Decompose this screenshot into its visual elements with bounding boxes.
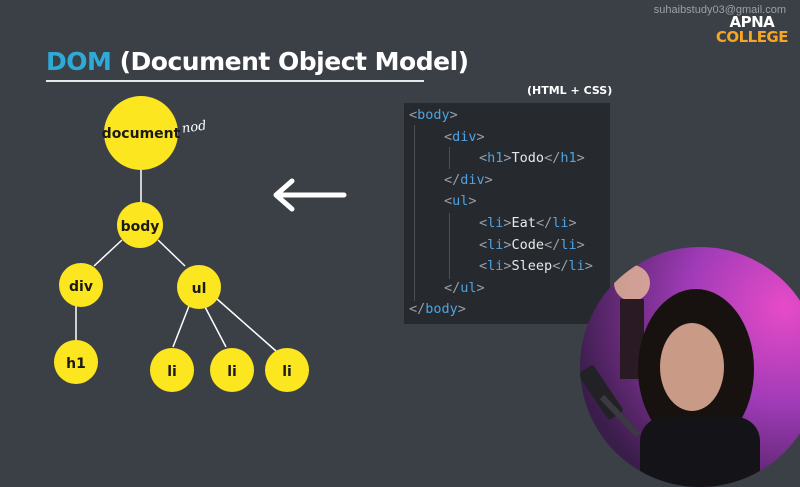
code-bracket: </ <box>444 171 461 188</box>
code-bracket: </ <box>409 301 426 318</box>
code-bracket: > <box>576 236 585 253</box>
node-li-1 <box>150 348 194 392</box>
slide-title: DOM (Document Object Model) <box>46 47 469 76</box>
code-tag-name: ul <box>452 193 469 210</box>
code-bracket: > <box>503 258 512 275</box>
edge-ul-li2 <box>203 304 227 348</box>
code-line: <li>Sleep</li> <box>479 255 593 277</box>
dom-tree-diagram: document body div ul h1 li li li nod <box>54 96 309 392</box>
code-bracket: </ <box>444 279 461 296</box>
left-arrow-icon <box>273 178 347 212</box>
code-bracket: < <box>409 107 418 123</box>
code-bracket: < <box>479 236 488 253</box>
node-h1 <box>54 340 98 384</box>
code-tag-name: li <box>487 258 504 275</box>
email-watermark: suhaibstudy03@gmail.com <box>653 4 786 16</box>
code-bracket: > <box>468 193 477 210</box>
code-label: (HTML + CSS) <box>527 84 613 97</box>
node-li-3-label: li <box>282 364 292 380</box>
code-bracket: > <box>576 150 585 167</box>
node-li-1-label: li <box>167 364 177 380</box>
node-div-label: div <box>69 279 93 295</box>
code-bracket: > <box>476 279 485 296</box>
code-bracket: </ <box>535 215 553 231</box>
code-bracket: > <box>503 150 512 167</box>
code-tag-name: body <box>425 301 458 318</box>
code-line: </ul> <box>444 277 485 299</box>
code-bracket: < <box>479 150 488 167</box>
code-line: <h1>Todo</h1> <box>479 147 585 169</box>
indent-guide <box>449 147 450 169</box>
node-h1-label: h1 <box>66 356 86 372</box>
code-bracket: > <box>503 215 512 231</box>
code-text: Sleep <box>511 258 553 275</box>
node-li-3 <box>265 348 309 392</box>
code-tag-name: li <box>552 215 569 231</box>
code-line: <li>Code</li> <box>479 234 585 256</box>
code-bracket: > <box>584 258 593 275</box>
code-line: </div> <box>444 169 493 191</box>
node-document-label: document <box>102 126 181 142</box>
code-bracket: > <box>449 107 458 123</box>
code-text: Eat <box>511 215 536 231</box>
code-bracket: < <box>444 193 453 210</box>
code-line: <ul> <box>444 190 477 212</box>
code-text: Todo <box>511 150 545 167</box>
code-line: <li>Eat</li> <box>479 212 577 234</box>
tree-edges <box>75 170 277 352</box>
code-tag-name: li <box>568 258 585 275</box>
code-tag-name: div <box>460 171 485 188</box>
code-bracket: < <box>444 128 453 145</box>
code-tag-name: li <box>560 236 577 253</box>
presenter-video <box>580 247 800 487</box>
code-tag-name: div <box>452 128 477 145</box>
edge-ul-li1 <box>172 305 190 348</box>
node-document <box>104 96 178 170</box>
code-bracket: > <box>457 301 466 318</box>
node-ul <box>177 265 221 309</box>
code-bracket: > <box>476 128 485 145</box>
code-bracket: </ <box>544 236 561 253</box>
title-underline <box>46 80 424 82</box>
code-bracket: </ <box>544 150 561 167</box>
code-tag-name: h1 <box>560 150 577 167</box>
edge-ul-li3 <box>216 298 277 352</box>
title-dom: DOM <box>46 47 112 76</box>
code-panel: <body><div><h1>Todo</h1></div><ul><li>Ea… <box>404 103 610 324</box>
code-bracket: > <box>484 171 493 188</box>
code-bracket: > <box>503 236 512 253</box>
edge-body-ul <box>157 239 186 267</box>
node-div <box>59 263 103 307</box>
title-rest: (Document Object Model) <box>111 47 469 76</box>
code-tag-name: ul <box>460 279 477 296</box>
code-bracket: > <box>568 215 577 231</box>
handwritten-annotation: nod <box>181 118 207 136</box>
indent-guide <box>449 213 450 279</box>
code-bracket: < <box>479 215 488 231</box>
node-body <box>117 202 163 248</box>
code-text: Code <box>511 236 545 253</box>
code-bracket: </ <box>552 258 569 275</box>
indent-guide <box>414 125 415 301</box>
code-line: <body> <box>409 104 458 126</box>
apna-college-logo: APNA COLLEGE <box>715 13 789 46</box>
code-tag-name: li <box>487 236 504 253</box>
node-body-label: body <box>121 219 160 235</box>
code-tag-name: li <box>487 215 504 231</box>
edge-body-div <box>93 239 123 267</box>
code-tag-name: body <box>417 107 450 123</box>
code-bracket: < <box>479 258 488 275</box>
node-li-2-label: li <box>227 364 237 380</box>
code-line: </body> <box>409 298 466 320</box>
node-ul-label: ul <box>192 281 207 297</box>
logo-line-2: COLLEGE <box>715 28 789 46</box>
code-line: <div> <box>444 126 485 148</box>
logo-line-1: APNA <box>729 13 775 31</box>
code-tag-name: h1 <box>487 150 504 167</box>
node-li-2 <box>210 348 254 392</box>
